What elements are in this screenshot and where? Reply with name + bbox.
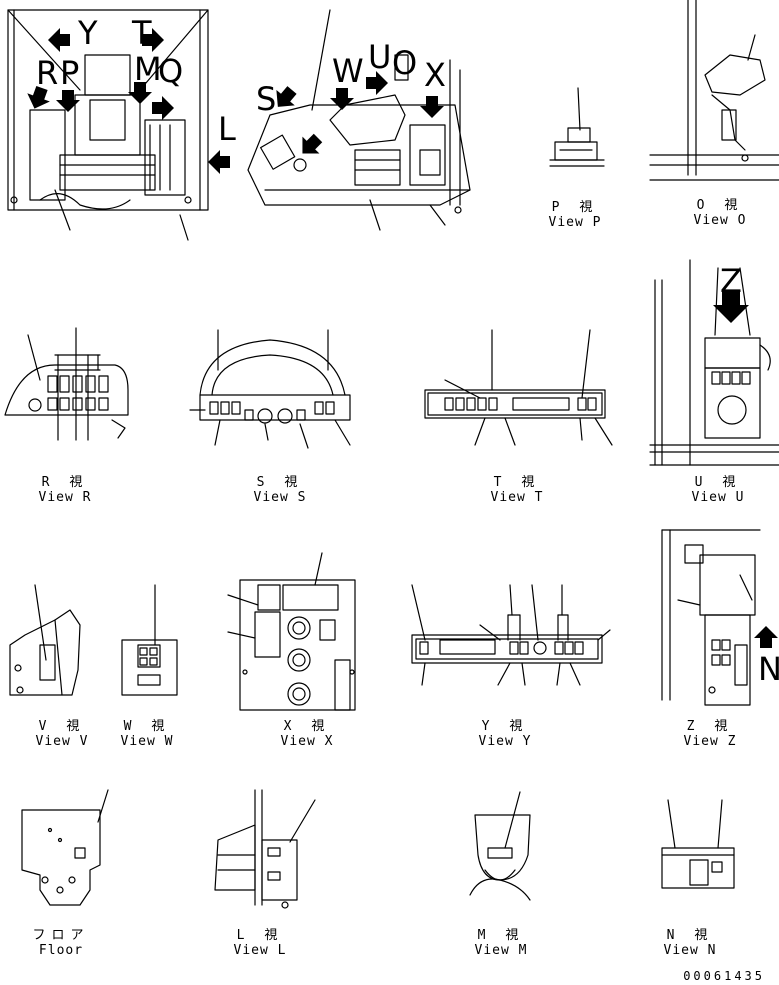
arrow-letter-o: O	[392, 44, 418, 82]
view-x-drawing	[227, 552, 356, 711]
view-l-drawing	[214, 789, 316, 909]
view-m-drawing	[469, 791, 531, 901]
arrow-letter-u: U	[368, 38, 392, 76]
cab-overview-top-view	[7, 9, 209, 241]
arrow-letter-p: P	[60, 54, 80, 92]
arrow-letter-l: L	[218, 110, 236, 148]
arrow-letter-m: M	[134, 50, 162, 88]
view-u-drawing	[649, 259, 779, 466]
view-t-drawing	[424, 329, 613, 446]
arrow-letter-r: R	[36, 54, 59, 92]
view-s-drawing	[189, 329, 351, 449]
arrow-letter-s: S	[256, 80, 277, 118]
cab-overview-perspective	[247, 9, 471, 231]
arrow-letter-z: Z	[720, 262, 742, 300]
arrow-letter-w: W	[332, 52, 364, 90]
floor-drawing	[21, 789, 109, 906]
arrow-letter-x: X	[424, 56, 446, 94]
view-v-drawing	[9, 584, 81, 696]
view-o-drawing	[649, 0, 779, 181]
arrow-letter-y: Y	[78, 14, 98, 52]
view-y-drawing	[411, 584, 611, 686]
view-n-drawing	[661, 799, 735, 889]
view-p-drawing	[549, 87, 605, 167]
view-w-drawing	[121, 584, 178, 696]
arrow-letter-q: Q	[158, 52, 184, 90]
arrow-letter-t: T	[132, 14, 152, 52]
view-r-drawing	[4, 327, 129, 441]
part-number: 00061435	[683, 969, 765, 983]
view-z-drawing	[661, 529, 761, 706]
arrow-letter-n: N	[758, 650, 779, 688]
